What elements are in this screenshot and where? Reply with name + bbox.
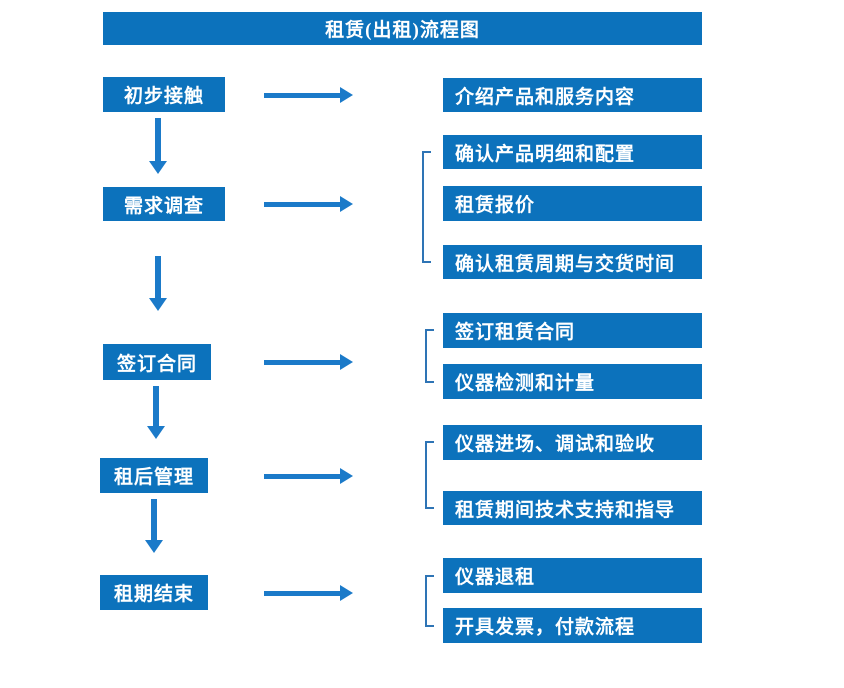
arrow-head-icon (340, 468, 353, 484)
detail-box-sign-rental-contract: 签订租赁合同 (443, 313, 702, 348)
stage-box-initial-contact: 初步接触 (103, 77, 225, 112)
flow-arrow-down-2 (149, 256, 167, 311)
stage-box-post-rental-management: 租后管理 (100, 458, 208, 493)
arrow-shaft (264, 201, 340, 207)
bracket-stage-3-details (425, 329, 434, 383)
flow-arrow-right-5 (264, 585, 353, 601)
arrow-head-icon (340, 354, 353, 370)
arrow-head-icon (149, 161, 167, 174)
stage-box-sign-contract: 签订合同 (103, 344, 211, 380)
arrow-shaft (264, 473, 340, 479)
flow-arrow-down-4 (145, 499, 163, 553)
arrow-shaft (264, 92, 340, 98)
bracket-stage-5-details (425, 575, 434, 627)
flow-arrow-down-1 (149, 118, 167, 174)
arrow-head-icon (340, 585, 353, 601)
arrow-shaft (264, 359, 340, 365)
flow-arrow-right-4 (264, 468, 353, 484)
detail-box-instrument-entry-debug-acceptance: 仪器进场、调试和验收 (443, 425, 702, 460)
flow-arrow-right-2 (264, 196, 353, 212)
detail-box-instrument-return: 仪器退租 (443, 558, 702, 593)
detail-box-introduce-products-services: 介绍产品和服务内容 (443, 78, 702, 112)
arrow-shaft (151, 499, 157, 540)
flow-arrow-down-3 (147, 386, 165, 439)
bracket-stage-2-details (422, 151, 431, 263)
stage-box-rental-end: 租期结束 (100, 575, 208, 610)
detail-box-technical-support-guidance: 租赁期间技术支持和指导 (443, 491, 702, 525)
detail-box-confirm-product-details-config: 确认产品明细和配置 (443, 135, 702, 169)
detail-box-confirm-rental-period-delivery: 确认租赁周期与交货时间 (443, 245, 702, 279)
arrow-shaft (155, 256, 161, 298)
arrow-shaft (155, 118, 161, 161)
flow-arrow-right-1 (264, 87, 353, 103)
arrow-head-icon (340, 196, 353, 212)
bracket-stage-4-details (425, 441, 434, 509)
arrow-shaft (153, 386, 159, 426)
arrow-head-icon (147, 426, 165, 439)
flowchart-title-bar: 租赁(出租)流程图 (103, 12, 702, 45)
arrow-head-icon (145, 540, 163, 553)
detail-box-invoice-payment-process: 开具发票，付款流程 (443, 608, 702, 643)
flow-arrow-right-3 (264, 354, 353, 370)
flowchart-title: 租赁(出租)流程图 (325, 20, 480, 41)
arrow-head-icon (340, 87, 353, 103)
detail-box-instrument-inspection-metering: 仪器检测和计量 (443, 364, 702, 399)
stage-box-demand-survey: 需求调查 (103, 187, 225, 221)
arrow-shaft (264, 590, 340, 596)
detail-box-rental-quotation: 租赁报价 (443, 186, 702, 221)
arrow-head-icon (149, 298, 167, 311)
